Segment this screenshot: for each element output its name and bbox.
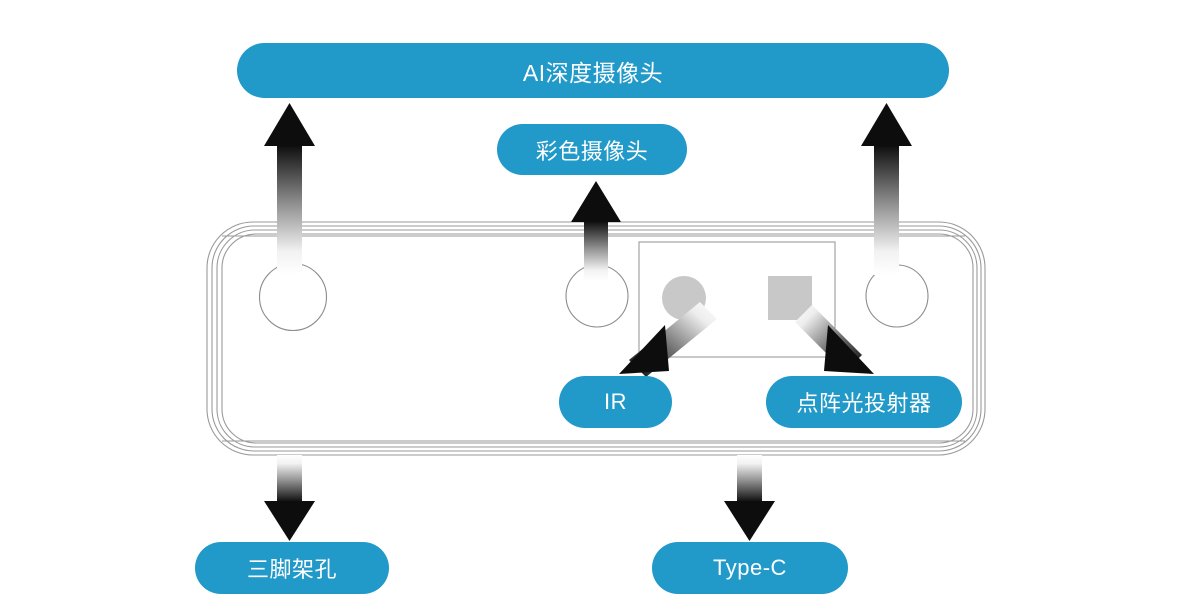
label-ir[interactable]: IR xyxy=(559,376,672,428)
label-type-c[interactable]: Type-C xyxy=(652,542,848,594)
label-color-camera[interactable]: 彩色摄像头 xyxy=(497,124,687,175)
label-ai-depth-camera[interactable]: AI深度摄像头 xyxy=(237,43,949,98)
label-tripod-hole[interactable]: 三脚架孔 xyxy=(195,542,389,594)
label-dot-projector[interactable]: 点阵光投射器 xyxy=(766,376,962,428)
arrow-device-to-type-c xyxy=(724,455,775,541)
arrow-left-lens-to-title xyxy=(264,103,315,275)
arrow-right-lens-to-title xyxy=(861,103,912,275)
arrow-center-lens-to-color-camera xyxy=(571,181,621,281)
arrow-device-to-tripod-hole xyxy=(264,455,315,541)
arrow-module-square-to-dot-projector xyxy=(795,305,874,374)
arrow-module-circle-to-ir xyxy=(619,302,717,377)
